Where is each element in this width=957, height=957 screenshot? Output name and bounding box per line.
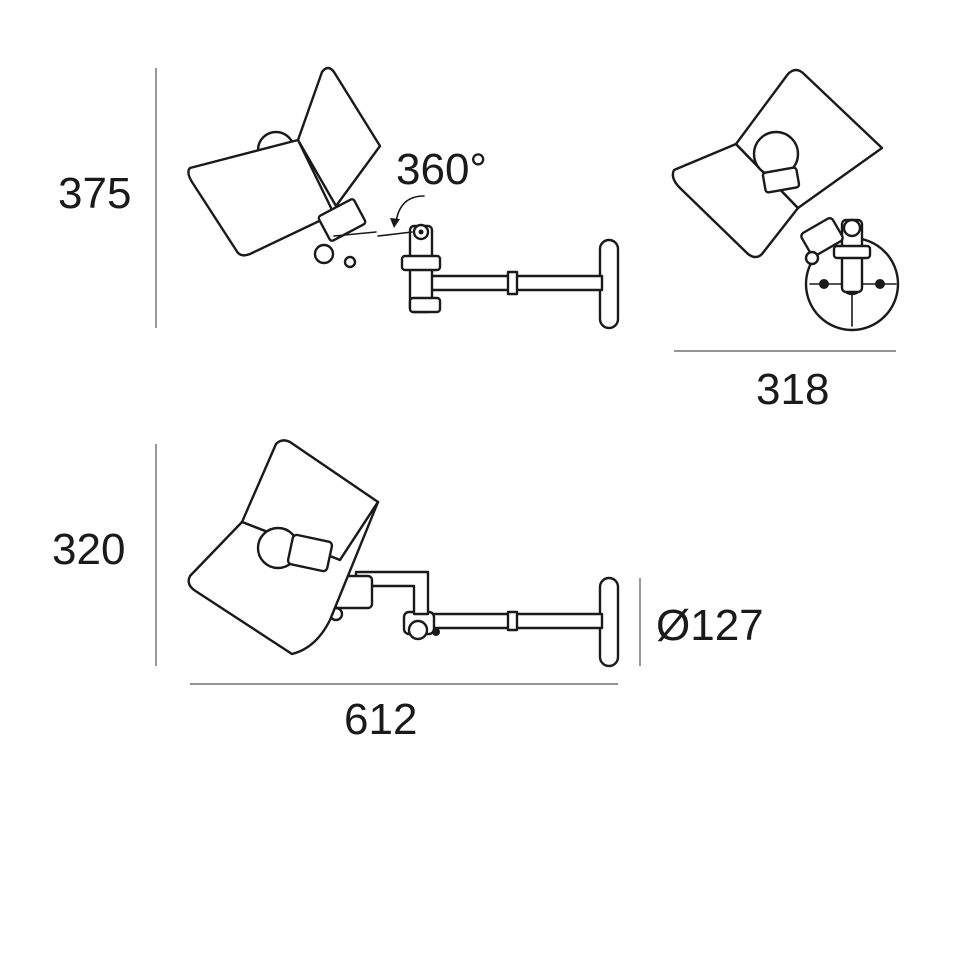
rotation-arrow [395,195,425,223]
dimension-label-318: 318 [756,365,829,414]
side-shade-bottom-flap [187,500,380,656]
plate-screw-right [875,279,885,289]
shade-left-flap [187,138,336,257]
dimension-label-375: 375 [58,169,131,218]
shade-knob [313,243,335,265]
front-bulb-socket [761,166,801,194]
shade-clamp [317,198,367,242]
dimension-label-320: 320 [52,525,125,574]
rotation-arrowhead [390,218,400,228]
front-screw [804,250,820,266]
connector-rod [377,231,413,237]
front-pivot [842,218,862,238]
front-shade-left-flap [671,142,800,259]
swivel-collar [400,254,442,272]
view-top-right: 318 [671,68,900,414]
view-bottom: 320 612 Ø127 [52,439,764,744]
pivot-knob-center [418,229,424,235]
side-arm-joint [506,610,519,632]
side-pivot-screw [432,628,440,636]
swivel-foot [408,296,442,314]
shade-right-flap [296,66,382,208]
dimension-label-612: 612 [344,695,417,744]
side-pivot-knob [407,619,429,641]
side-bulb-socket [286,533,334,573]
arm-joint [506,270,519,296]
dimension-label-127: Ø127 [656,601,764,650]
shade-screw [343,255,357,269]
view-top-left: 375 360° [58,66,620,330]
shade-link [333,231,377,237]
front-collar [832,244,872,260]
front-connector [800,217,844,257]
rotation-label: 360° [396,145,487,194]
plate-screw-left [819,279,829,289]
